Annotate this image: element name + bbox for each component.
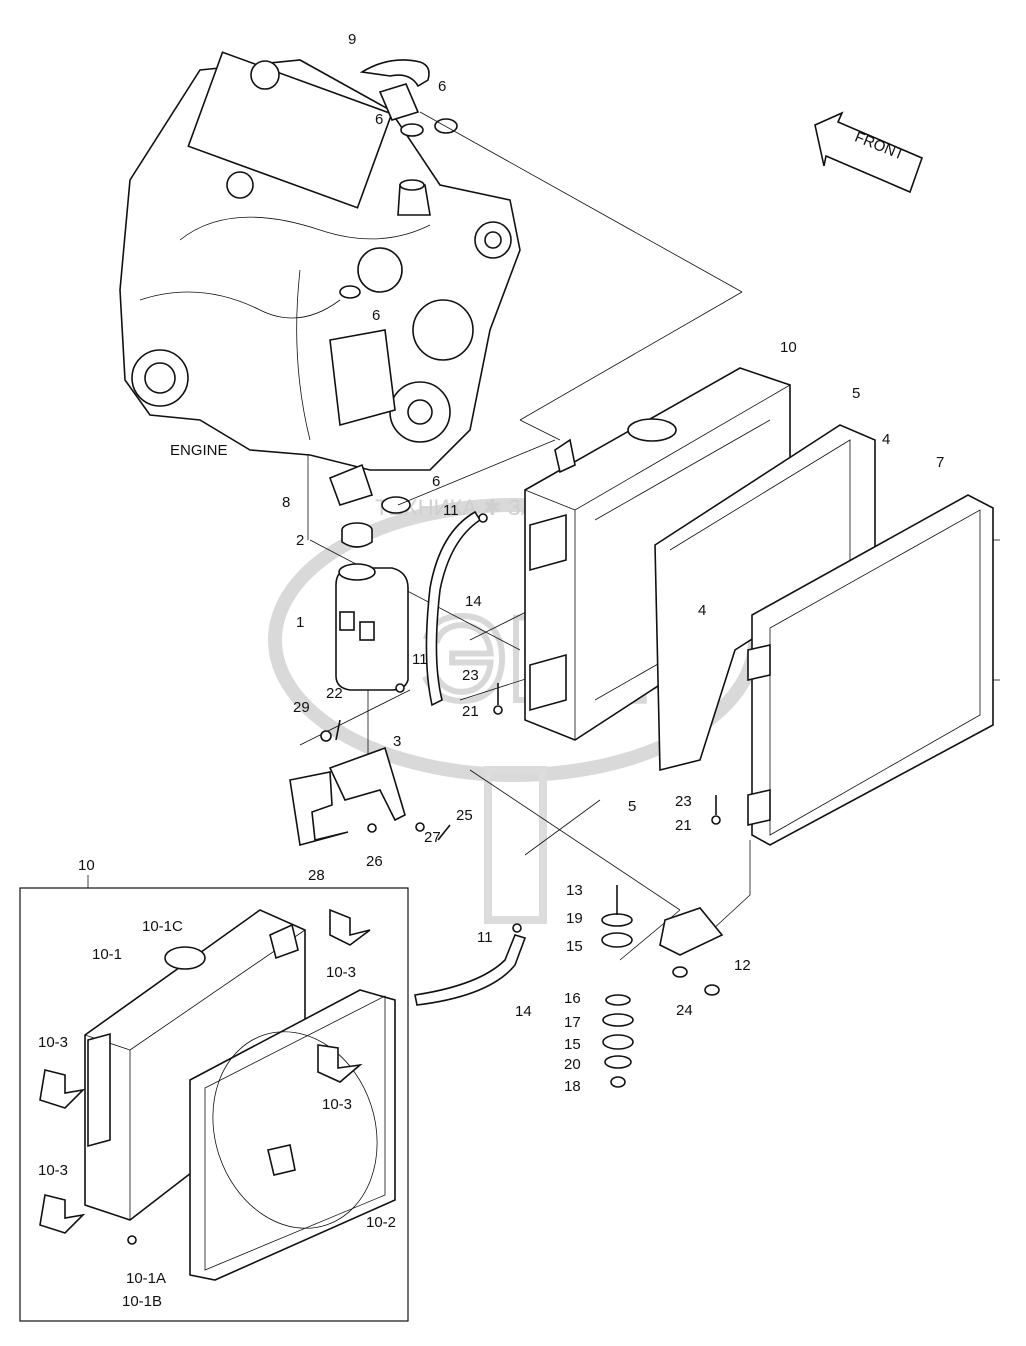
callout-6: 6 (432, 473, 440, 490)
clamp-6-upper-a (400, 123, 424, 137)
cap-2 (341, 522, 373, 548)
callout-21: 21 (675, 817, 692, 834)
callout-15: 15 (566, 938, 583, 955)
callout-3: 3 (393, 733, 401, 750)
coolant-tank-1 (335, 563, 409, 691)
callout-4: 4 (882, 431, 890, 448)
callout-10: 10 (78, 857, 95, 874)
callout-10-2: 10-2 (366, 1214, 396, 1231)
callout-5: 5 (852, 385, 860, 402)
callout-10-3: 10-3 (326, 964, 356, 981)
callout-1: 1 (296, 614, 304, 631)
callout-26: 26 (366, 853, 383, 870)
callout-10-1a: 10-1A (126, 1270, 166, 1287)
callout-29: 29 (293, 699, 310, 716)
callout-9: 9 (348, 31, 356, 48)
callout-14: 14 (465, 593, 482, 610)
inset-shroud-10-2 (189, 989, 396, 1281)
callout-11: 11 (443, 502, 459, 519)
callout-21: 21 (462, 703, 479, 720)
mount-12 (601, 885, 724, 1088)
callout-10: 10 (780, 339, 797, 356)
callout-2: 2 (296, 532, 304, 549)
callout-13: 13 (566, 882, 583, 899)
callout-24: 24 (676, 1002, 693, 1019)
hose-8 (328, 463, 411, 514)
callout-16: 16 (564, 990, 581, 1007)
callout-6: 6 (375, 111, 383, 128)
callout-15: 15 (564, 1036, 581, 1053)
engine (119, 51, 521, 471)
callout-10-3: 10-3 (38, 1034, 68, 1051)
cooler-7 (747, 494, 1000, 846)
callout-22: 22 (326, 685, 343, 702)
callout-23: 23 (675, 793, 692, 810)
clamp-6-mid (339, 285, 361, 299)
callout-25: 25 (456, 807, 473, 824)
callout-7: 7 (936, 454, 944, 471)
callout-28: 28 (308, 867, 325, 884)
hose-9 (359, 59, 430, 121)
callout-8: 8 (282, 494, 290, 511)
callout-14: 14 (515, 1003, 532, 1020)
callout-10-3: 10-3 (38, 1162, 68, 1179)
callout-labels: 9 6 6 6 6 10 5 4 7 8 11 2 14 1 4 11 23 2… (38, 31, 944, 1310)
callout-10-1: 10-1 (92, 946, 122, 963)
callout-4: 4 (698, 602, 706, 619)
callout-6: 6 (438, 78, 446, 95)
callout-12: 12 (734, 957, 751, 974)
callout-11: 11 (412, 651, 428, 668)
inset-brackets-10-3 (39, 908, 371, 1245)
callout-20: 20 (564, 1056, 581, 1073)
callout-18: 18 (564, 1078, 581, 1095)
callout-10-1c: 10-1C (142, 918, 183, 935)
fasteners (320, 513, 721, 933)
front-arrow: FRONT (814, 111, 924, 194)
bracket-3 (328, 746, 406, 822)
callout-19: 19 (566, 910, 583, 927)
inset-box-10 (19, 875, 409, 1322)
hose-14-upper (425, 510, 482, 707)
callout-6: 6 (372, 307, 380, 324)
callout-27: 27 (424, 829, 441, 846)
callout-10-1b: 10-1B (122, 1293, 162, 1310)
callout-5: 5 (628, 798, 636, 815)
callout-10-3: 10-3 (322, 1096, 352, 1113)
callout-23: 23 (462, 667, 479, 684)
bracket-28 (289, 771, 349, 847)
engine-label: ENGINE (170, 442, 228, 459)
callout-17: 17 (564, 1014, 581, 1031)
hose-14-lower (414, 934, 527, 1006)
callout-11: 11 (477, 929, 493, 946)
